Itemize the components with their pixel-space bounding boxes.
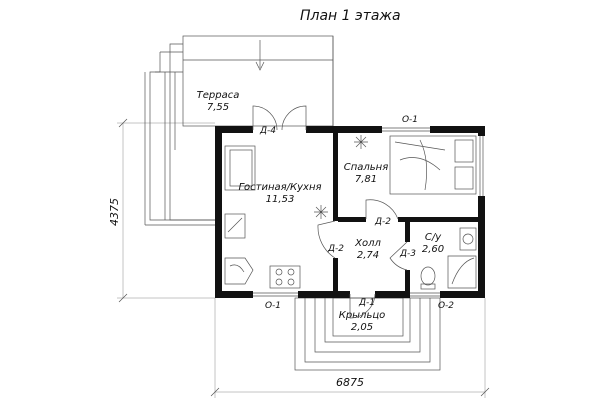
terrace-outline [144,35,334,226]
living-name: Гостиная/Кухня [238,182,321,193]
interior-walls [333,126,485,298]
terrace-name: Терраса [197,90,240,101]
bath-name: С/у [425,232,442,243]
door-mark-d2-living: Д-2 [327,244,344,254]
doors [252,105,408,319]
window-mark-o2: О-2 [438,301,454,311]
door-mark-d2-bedroom: Д-2 [374,217,391,227]
terrace-area: 7,55 [207,102,229,113]
windows [253,127,484,297]
porch-area: 2,05 [351,322,373,333]
hall-name: Холл [354,238,381,249]
bedroom-area: 7,81 [355,174,377,185]
door-mark-d3: Д-3 [399,249,416,259]
bath-area: 2,60 [422,244,444,255]
hall-area: 2,74 [357,250,379,261]
exterior-walls [215,126,485,298]
furniture [224,135,477,290]
dimension-height: 4375 [108,198,121,226]
dimension-width: 6875 [336,376,364,389]
window-mark-o1-top: О-1 [402,115,418,125]
plan-title: План 1 этажа [300,8,401,24]
porch-name: Крыльцо [339,310,386,321]
living-area: 11,53 [266,194,295,205]
porch-outline [294,297,441,371]
window-mark-o1-bottom: О-1 [265,301,281,311]
bedroom-name: Спальня [344,162,389,173]
dimension-lines [117,118,490,398]
door-mark-d1: Д-1 [358,298,375,308]
door-mark-d4: Д-4 [259,126,276,136]
